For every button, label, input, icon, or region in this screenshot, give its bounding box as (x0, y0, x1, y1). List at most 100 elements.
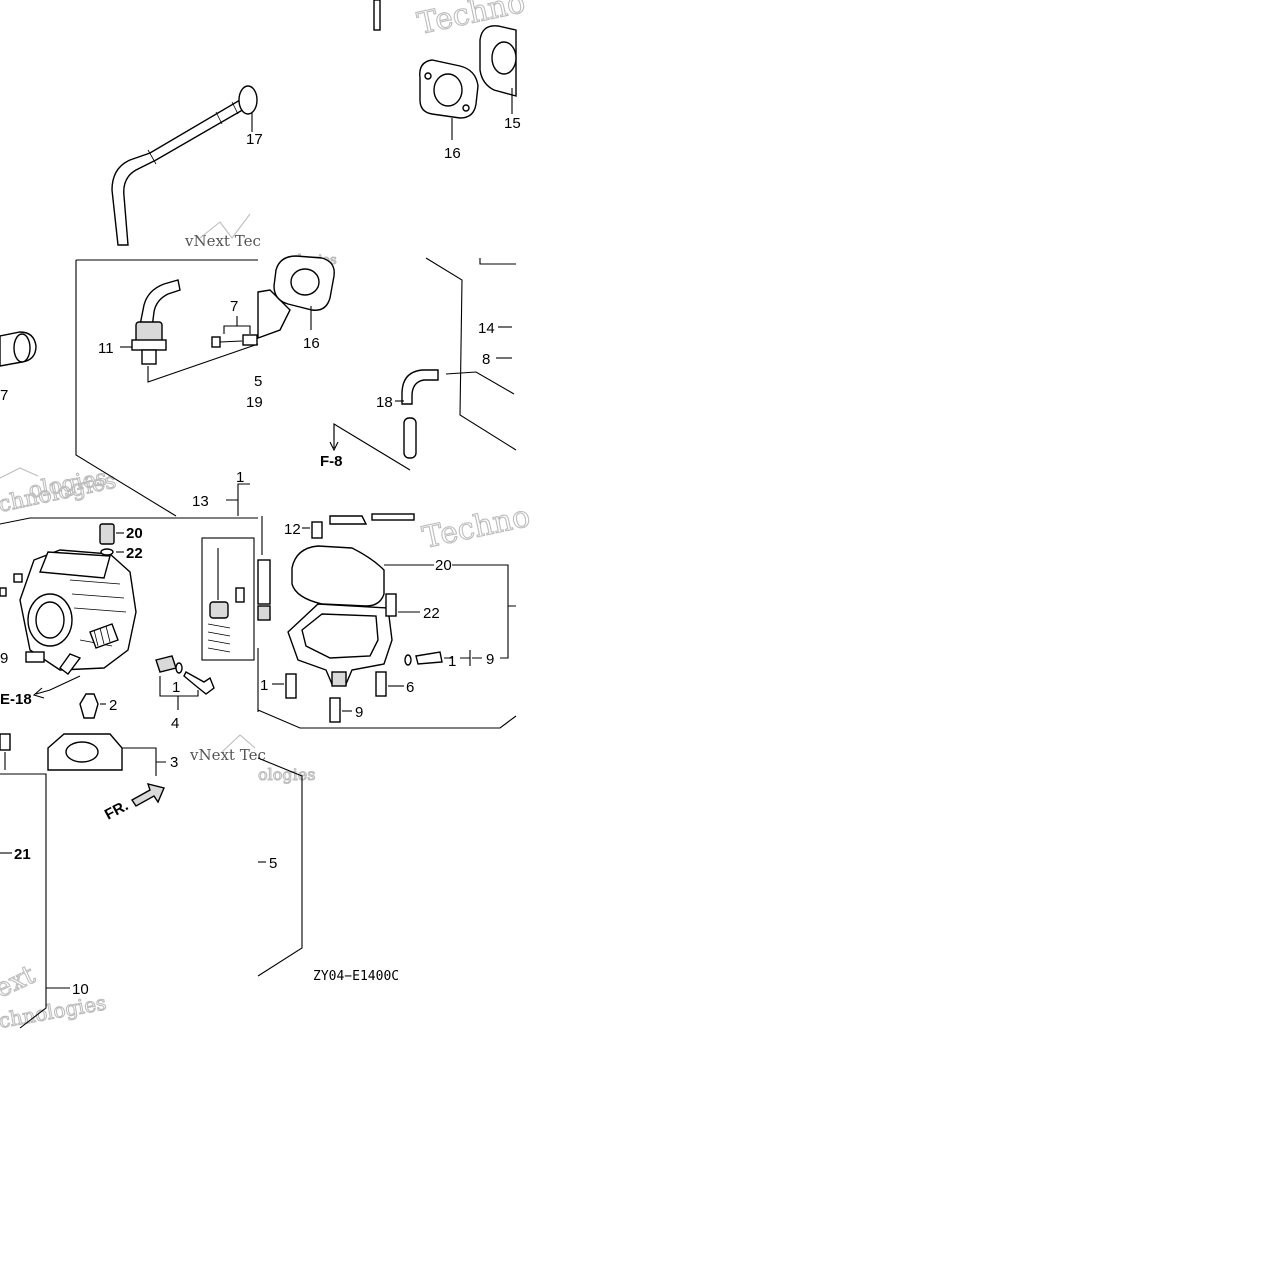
callout-6: 9 (486, 651, 494, 668)
callout-E18: E-18 (0, 691, 32, 708)
leader-7-bracket (223, 316, 251, 334)
frame-5 (257, 757, 303, 977)
box-upper-right: 16 14 8 18 F-8 (273, 255, 517, 471)
callout-F8: F-8 (320, 453, 343, 470)
needle-kit-float (209, 601, 229, 619)
bottom-frames: 21 10 5 ZY04−E1400C (0, 757, 399, 1029)
washer-6 (404, 654, 412, 666)
callout-1d: 1 (172, 679, 180, 696)
callout-17: 17 (246, 131, 263, 148)
needle-valve-seat (257, 605, 271, 621)
oring-22 (100, 548, 114, 556)
watermark-vnext-mid: vNext Tec (184, 232, 261, 250)
carb-spring-coils (93, 625, 111, 647)
float-chamber-frame (257, 648, 517, 729)
elbow-11-thread (141, 349, 157, 365)
carb-frame-top (0, 517, 258, 525)
leader-1d (159, 676, 199, 710)
arrow-F8 (329, 424, 339, 452)
callout-9b: 1 (260, 677, 268, 694)
pilot-spring (155, 655, 177, 673)
watermark-vnext-slash-1 (199, 213, 251, 239)
lower-parts: 2 3 FR. (0, 693, 178, 824)
watermark-techno-right: Techno (419, 499, 533, 556)
manifold-15-port (491, 41, 517, 75)
hose-18-elbow (401, 369, 439, 405)
callout-9a: 22 (423, 605, 440, 622)
gasket-16-bolt-a (424, 72, 432, 80)
box-upper-left-frame (75, 259, 258, 517)
callout-20-final: 20 (126, 525, 143, 542)
connector-left-ring (13, 333, 31, 363)
callout-16b: 16 (303, 335, 320, 352)
callout-1b: 20 (435, 557, 452, 574)
leader-3 (122, 747, 166, 776)
screw-9-a (385, 593, 397, 617)
callout-14: 14 (478, 320, 495, 337)
hose-18-tube (403, 417, 417, 459)
watermark-vnext-lower: vNext Tec (189, 746, 266, 764)
carb-ribs (69, 579, 127, 647)
needle-kit-spring (207, 623, 231, 653)
leader-18-bracket (333, 371, 515, 471)
carb-bore-inner (35, 601, 65, 639)
hose-17 (111, 99, 248, 246)
callout-12: 12 (284, 521, 301, 538)
screw-7-head (211, 336, 221, 348)
float-top-strip (329, 515, 368, 525)
watermark-ext-left (0, 467, 39, 479)
watermark-vnext-slash-2 (221, 734, 256, 753)
spring-7 (242, 334, 258, 346)
callout-7a: 7 (230, 298, 238, 315)
needle-kit-jet (235, 587, 245, 603)
callout-1a: 1 (236, 469, 244, 486)
screw-12 (311, 521, 323, 539)
callout-8: 8 (482, 351, 490, 368)
callout-1c: 1 (448, 653, 456, 670)
leader-1c-6 (444, 650, 482, 666)
pin-right (371, 513, 415, 521)
top-parts: 17 16 15 (111, 0, 521, 246)
pin-top (373, 0, 381, 31)
callout-19: 19 (246, 394, 263, 411)
diagram-code: ZY04−E1400C (313, 969, 399, 984)
watermark-ologies-lower: ologies (258, 765, 315, 784)
chamber-drain (331, 671, 347, 687)
callout-4: 4 (171, 715, 179, 732)
callout-7b: 7 (0, 387, 8, 404)
callout-5b: 5 (269, 855, 277, 872)
callout-15: 15 (504, 115, 521, 132)
carb-tube (59, 653, 82, 675)
screw-9-c (375, 671, 387, 697)
insulator-3-hole (65, 741, 99, 763)
callout-9d: 9 (355, 704, 363, 721)
callout-3: 3 (170, 754, 178, 771)
hose-17-end (238, 85, 258, 115)
fr-arrow (130, 783, 165, 807)
gasket-16-top-hole (433, 73, 463, 107)
callout-11: 11 (98, 340, 114, 357)
screw-9-d (329, 697, 341, 723)
callout-9e: 9 (0, 650, 8, 667)
screw-9-e (25, 651, 45, 663)
pilot-screw (183, 671, 215, 695)
hose-17-band (147, 101, 239, 165)
gasket-16-bolt-b (462, 104, 470, 112)
screw-7-shank (219, 340, 243, 343)
needle-kit: 13 1 (192, 469, 271, 661)
screw-9-b (285, 673, 297, 699)
elbow-11-nut (131, 339, 167, 351)
fitting-left-bottom (0, 733, 11, 751)
screw-left-a (13, 573, 23, 583)
screw-left-b (0, 587, 7, 597)
pilot-oring (175, 662, 183, 674)
callout-5a: 5 (254, 373, 262, 390)
watermark-ext-bottom: ext (0, 960, 40, 1005)
frame-21-10 (0, 773, 47, 1029)
callout-18: 18 (376, 394, 393, 411)
leader-1b (384, 564, 516, 607)
elbow-11 (139, 279, 181, 329)
callout-FR: FR. (102, 797, 131, 823)
screw-6 (415, 651, 443, 665)
